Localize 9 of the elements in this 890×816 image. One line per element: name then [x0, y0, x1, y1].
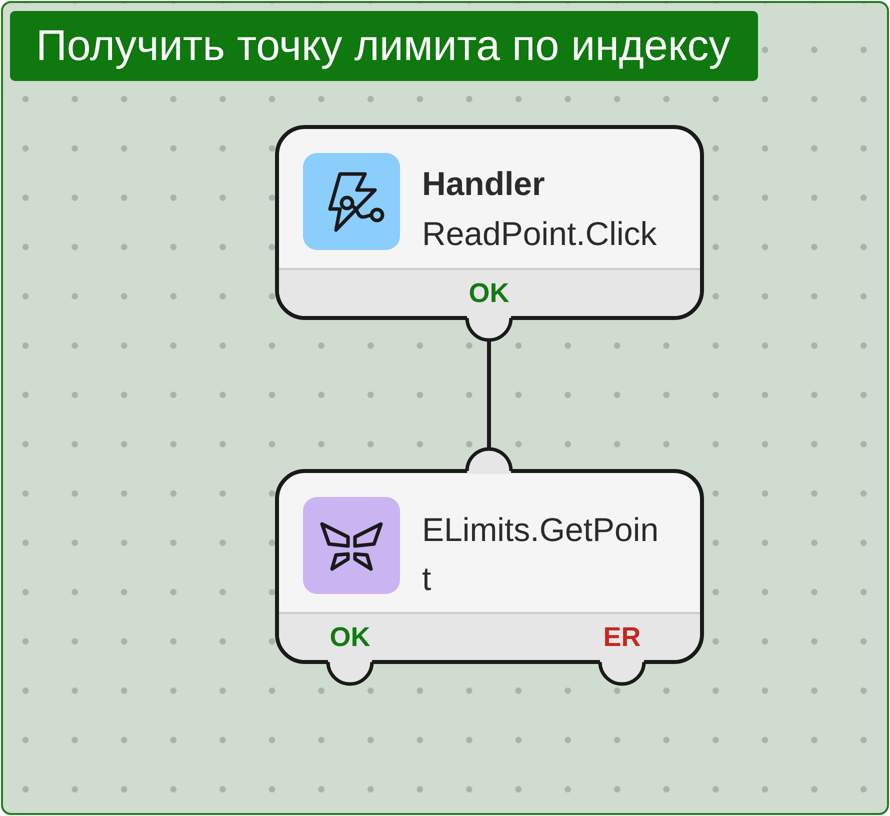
output-port-label: ER: [603, 621, 641, 654]
block-type-label: Handler: [422, 164, 545, 204]
function-block: [275, 125, 704, 320]
group-title: Получить точку лимита по индексу: [10, 11, 758, 81]
output-port-label: OK: [468, 277, 510, 310]
output-port-label: OK: [330, 621, 370, 654]
function-block: [275, 469, 704, 664]
block-name-label: ReadPoint.Click: [422, 214, 657, 254]
block-name-label: ELimits.GetPoint: [422, 510, 660, 599]
